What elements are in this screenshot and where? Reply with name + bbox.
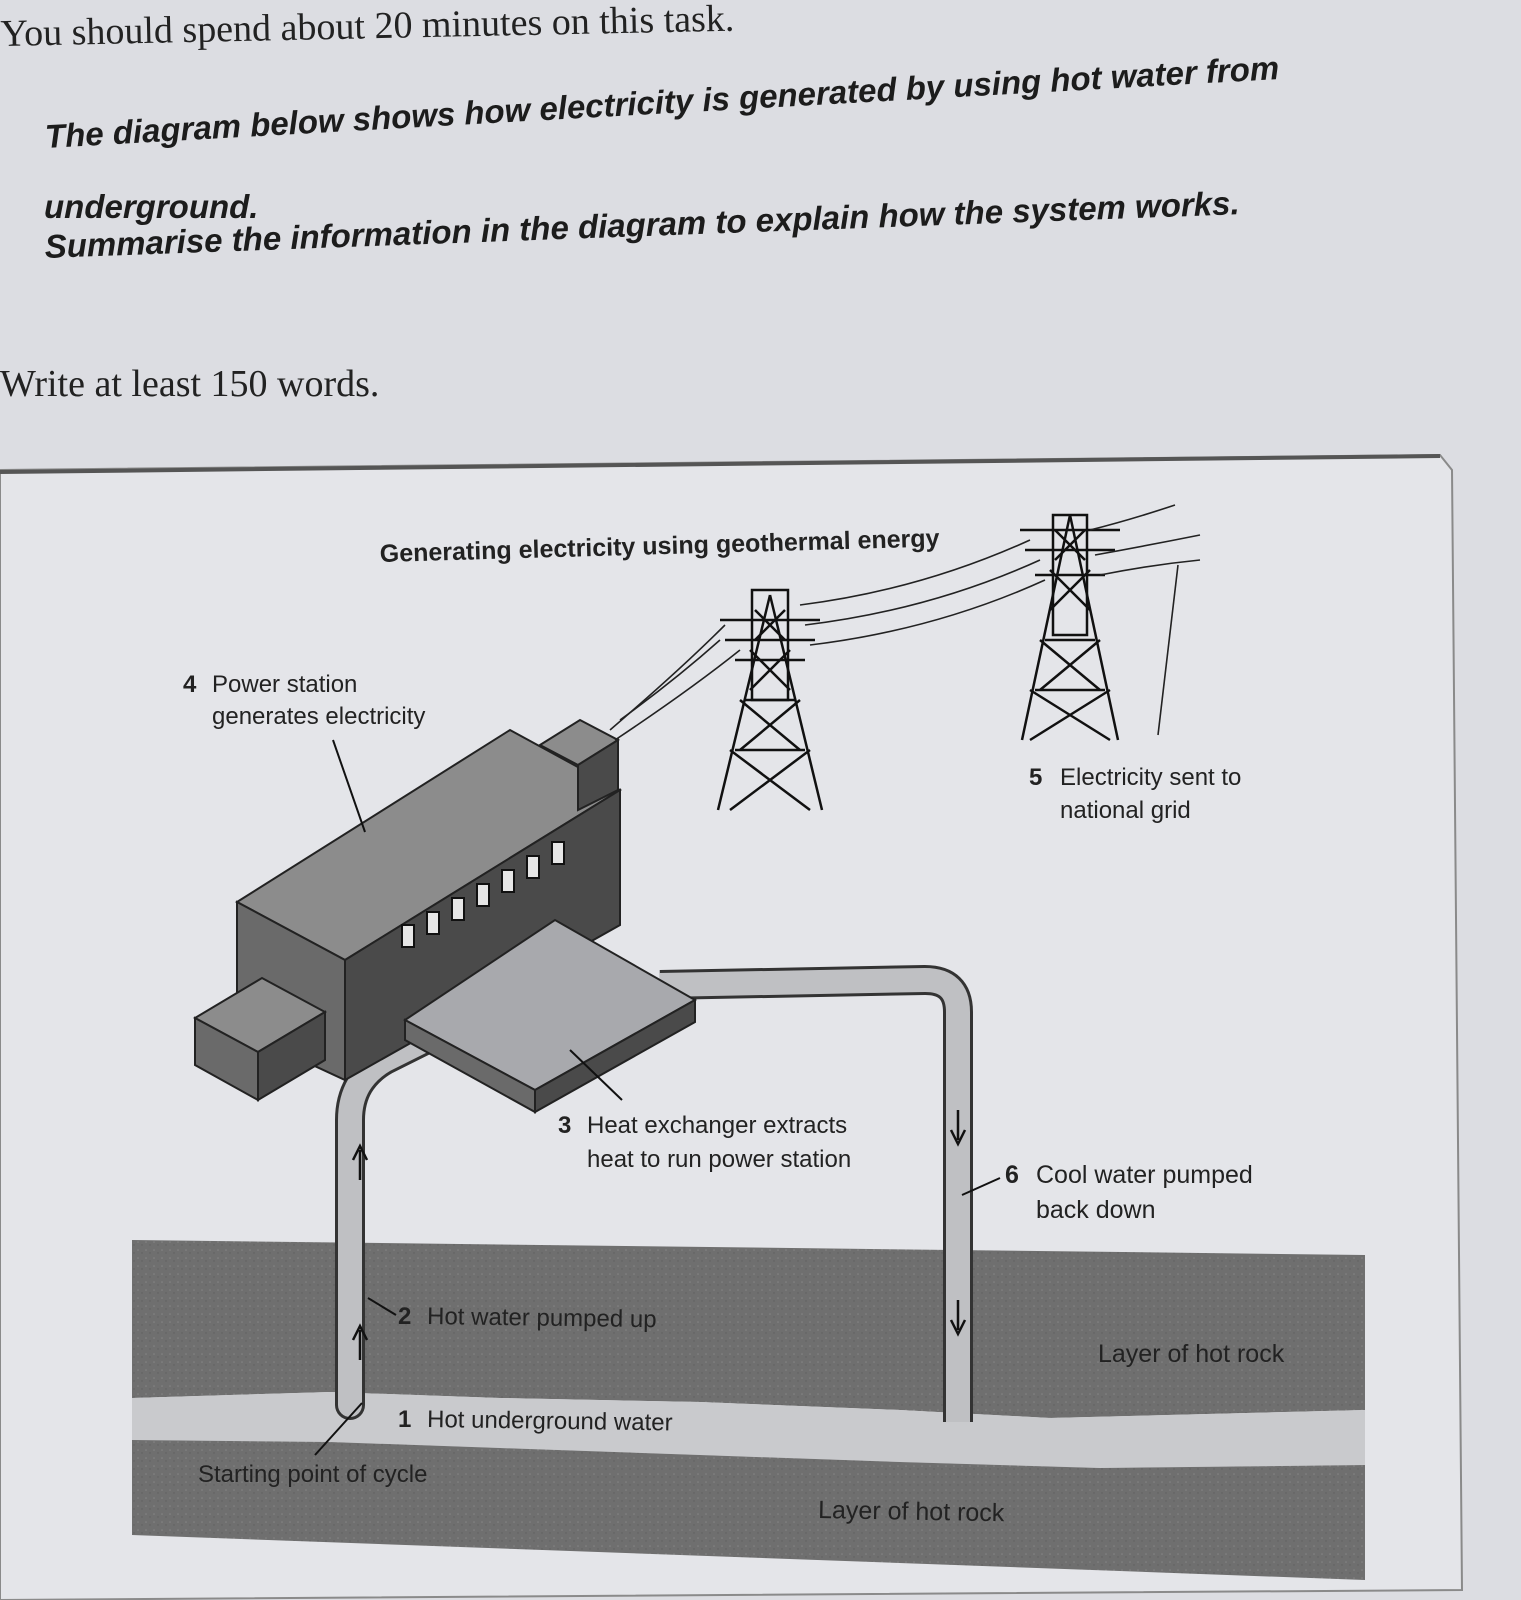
power-station	[192, 718, 622, 1102]
step4-label-line1: Power station	[212, 671, 357, 698]
up-arrow-2	[351, 1323, 369, 1360]
lower-rock-label: Layer of hot rock	[818, 1496, 1005, 1527]
step1-number: 1	[398, 1406, 411, 1433]
up-pipe	[338, 1013, 467, 1417]
start-point-label: Starting point of cycle	[198, 1461, 427, 1488]
step3-label-line2: heat to run power station	[587, 1146, 851, 1173]
step5-label-line1: Electricity sent to	[1060, 764, 1241, 791]
step4-label-line2: generates electricity	[212, 703, 425, 730]
upper-rock-layer	[132, 1240, 1365, 1418]
step3-number: 3	[558, 1112, 571, 1139]
up-arrow-1	[351, 1143, 369, 1180]
step5-number: 5	[1029, 764, 1042, 791]
pylon-left	[716, 588, 824, 811]
heat-exchanger	[403, 918, 698, 1114]
down-arrow-1	[949, 1110, 967, 1147]
building-windows	[401, 841, 565, 948]
step6-label-line1: Cool water pumped	[1036, 1161, 1253, 1189]
step1-label: Hot underground water	[427, 1406, 673, 1436]
step5-label-line2: national grid	[1060, 797, 1191, 824]
power-lines	[609, 504, 1201, 741]
step6-number: 6	[1005, 1161, 1019, 1189]
step3-label-line1: Heat exchanger extracts	[587, 1112, 847, 1139]
panel-top-edge	[0, 454, 1441, 474]
lower-rock-layer	[132, 1440, 1365, 1580]
step6-label-line2: back down	[1036, 1196, 1156, 1224]
step4-number: 4	[183, 671, 197, 698]
pylon-right	[1020, 513, 1120, 742]
down-arrow-2	[949, 1300, 967, 1337]
step2-label: Hot water pumped up	[427, 1303, 657, 1333]
task-prompt-line1b: underground.	[44, 188, 259, 225]
leader-lines	[314, 739, 1001, 1456]
upper-rock-label: Layer of hot rock	[1098, 1340, 1285, 1368]
hot-water-layer	[132, 1392, 1365, 1468]
down-pipe	[659, 967, 970, 1422]
word-count-instruction: Write at least 150 words.	[0, 363, 380, 405]
step2-number: 2	[398, 1303, 411, 1330]
